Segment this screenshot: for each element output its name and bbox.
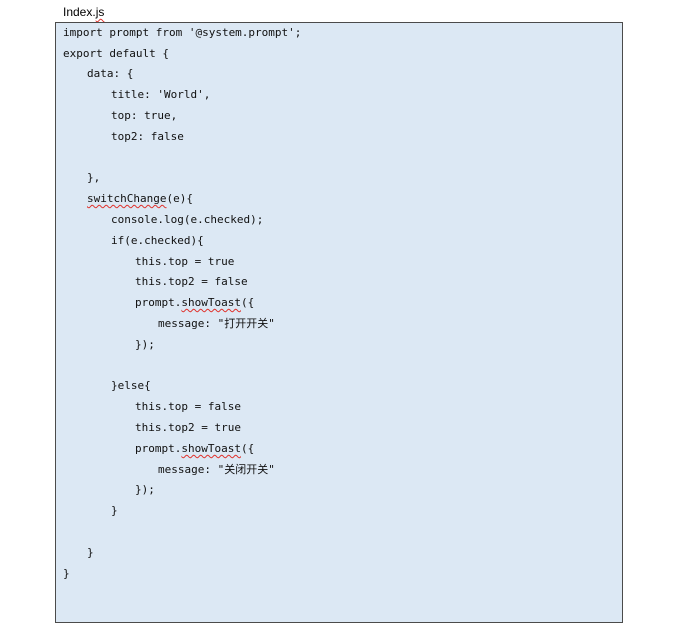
code-line: top: true, — [111, 109, 178, 122]
function-name: showToast — [181, 442, 241, 455]
code-line: } — [111, 504, 118, 517]
code-line: this.top2 = true — [135, 421, 241, 434]
code-line: data: { — [87, 67, 134, 80]
code-fragment: ({ — [240, 296, 255, 309]
code-fragment: (e){ — [166, 192, 193, 205]
code-fragment: prompt. — [135, 442, 182, 455]
code-line: }); — [135, 338, 155, 351]
file-name-label: Index.js — [63, 4, 104, 20]
code-block: import prompt from '@system.prompt'; exp… — [55, 22, 623, 623]
code-line: } — [87, 546, 94, 559]
code-line: }); — [135, 483, 155, 496]
code-line: this.top = true — [135, 255, 235, 268]
code-line: if(e.checked){ — [111, 234, 204, 247]
function-name: showToast — [181, 296, 241, 309]
code-line: this.top2 = false — [135, 275, 248, 288]
code-line: switchChange(e){ — [87, 189, 193, 209]
code-line: this.top = false — [135, 400, 241, 413]
file-name-base: Index. — [63, 5, 96, 19]
code-line: message: "打开开关" — [158, 317, 275, 330]
code-line: message: "关闭开关" — [158, 463, 275, 476]
code-line: } — [63, 567, 70, 580]
code-line: }, — [87, 171, 101, 184]
code-line: prompt.showToast({ — [135, 293, 254, 313]
code-line: export default { — [63, 47, 169, 60]
code-line: }else{ — [111, 379, 151, 392]
code-line: top2: false — [111, 130, 184, 143]
code-line: import prompt from '@system.prompt'; — [63, 26, 302, 39]
code-line: console.log(e.checked); — [111, 213, 264, 226]
file-name-extension: js — [95, 5, 105, 19]
code-fragment: prompt. — [135, 296, 182, 309]
code-line: prompt.showToast({ — [135, 439, 254, 459]
code-fragment: ({ — [240, 442, 255, 455]
code-line: title: 'World', — [111, 88, 211, 101]
function-name: switchChange — [87, 192, 167, 205]
